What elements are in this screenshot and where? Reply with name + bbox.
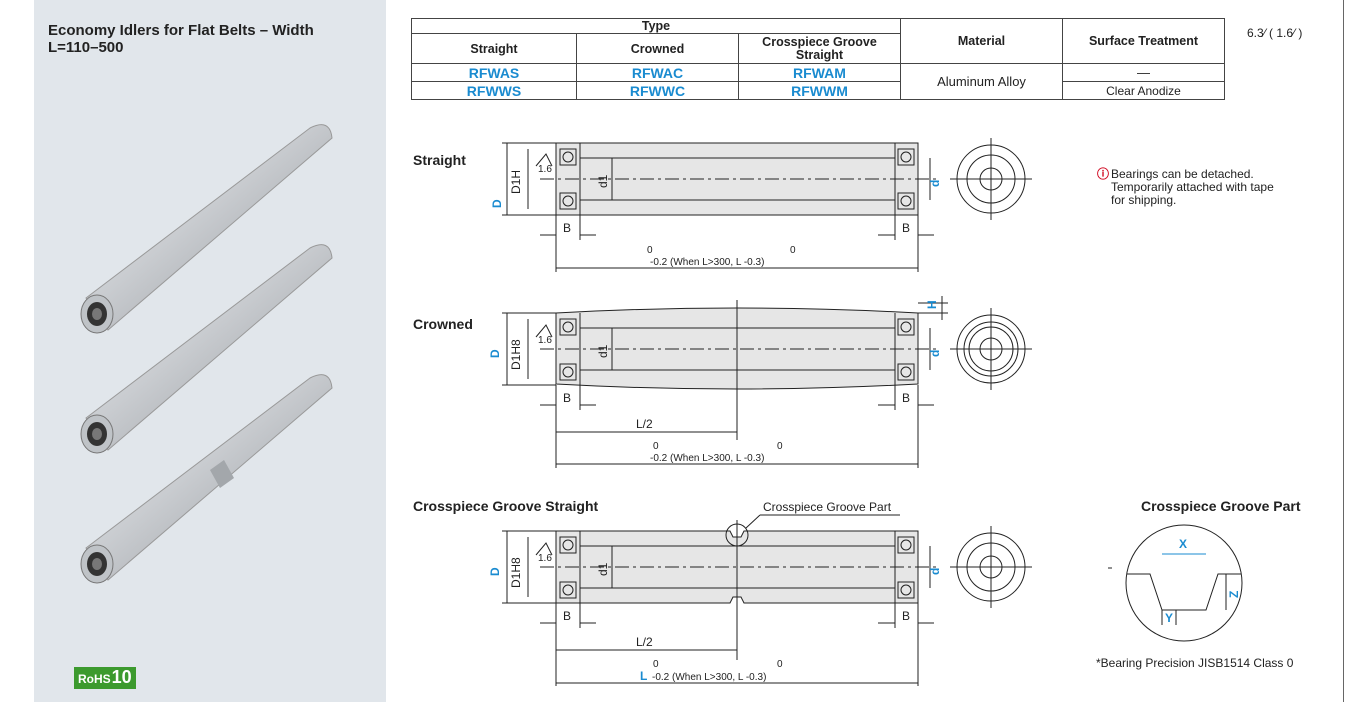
dim-B: B — [563, 609, 571, 623]
groove-detail-drawing — [1108, 524, 1243, 642]
dim-d1: d1 — [596, 174, 610, 188]
surface-cell: Clear Anodize — [1062, 81, 1225, 100]
idler-rollers-illustration — [80, 124, 333, 584]
dim-B: B — [902, 609, 910, 623]
roller-crowned — [80, 244, 333, 454]
tol-zero: 0 — [790, 245, 796, 256]
tol-text: -0.2 (When L>300, L -0.3) — [652, 672, 766, 683]
tol-zero: 0 — [777, 659, 783, 670]
tol-text: -0.2 (When L>300, L -0.3) — [650, 257, 764, 268]
product-image-panel: Economy Idlers for Flat Belts – Width L=… — [34, 0, 386, 702]
dim-d1: d1 — [596, 562, 610, 576]
straight-label: Straight — [413, 152, 466, 168]
dim-d: d — [928, 568, 942, 575]
roller-groove — [80, 374, 333, 584]
groove-part-title: Crosspiece Groove Part — [1141, 498, 1301, 514]
warning-icon: ⓘ — [1097, 167, 1110, 181]
straight-drawing — [502, 138, 1032, 272]
tol-zero: 0 — [777, 441, 783, 452]
dim-L2: L/2 — [636, 417, 653, 431]
roughness-value: 1.6 — [538, 335, 552, 346]
tol-text: -0.2 (When L>300, L -0.3) — [650, 453, 764, 464]
product-title: Economy Idlers for Flat Belts – Width L=… — [48, 22, 314, 56]
straight-header: Straight — [411, 33, 577, 64]
roughness-value: 1.6 — [538, 164, 552, 175]
dim-d: d — [928, 350, 942, 357]
type-table: Type Material Surface Treatment Straight… — [411, 18, 1225, 100]
surface-header: Surface Treatment — [1062, 18, 1225, 64]
dim-D1H: D1H — [509, 170, 523, 194]
dim-D1H8: D1H8 — [509, 557, 523, 588]
part-number[interactable]: RFWWM — [738, 81, 901, 100]
groove-label: Crosspiece Groove Straight — [413, 498, 599, 514]
dim-Y: Y — [1165, 611, 1173, 625]
part-number[interactable]: RFWWC — [576, 81, 739, 100]
surface-roughness-symbol: 6.3⁄ ( 1.6⁄ ) — [1247, 26, 1303, 40]
dim-D: D — [490, 199, 504, 208]
dim-H: H — [925, 300, 939, 309]
dim-D: D — [488, 349, 502, 358]
dim-B: B — [902, 221, 910, 235]
groove-part-callout: Crosspiece Groove Part — [763, 500, 892, 514]
material-cell: Aluminum Alloy — [900, 63, 1063, 100]
dim-d: d — [928, 180, 942, 187]
dim-B: B — [902, 391, 910, 405]
dim-Z: Z — [1227, 591, 1241, 598]
dim-D1H8: D1H8 — [509, 339, 523, 370]
dim-X: X — [1179, 537, 1187, 551]
tol-zero: 0 — [653, 659, 659, 670]
roughness-value: 1.6 — [538, 553, 552, 564]
crowned-drawing — [502, 296, 1032, 468]
crowned-label: Crowned — [413, 316, 473, 332]
roller-straight — [80, 124, 333, 334]
part-number[interactable]: RFWWS — [411, 81, 577, 100]
dim-L2: L/2 — [636, 635, 653, 649]
rohs-badge: RoHS10 — [74, 667, 136, 689]
tol-zero: 0 — [653, 441, 659, 452]
material-header: Material — [900, 18, 1063, 64]
groove-drawing — [502, 514, 1032, 686]
dim-B: B — [563, 221, 571, 235]
right-border — [1343, 0, 1344, 702]
dim-d1: d1 — [596, 344, 610, 358]
dim-L: L — [640, 669, 647, 683]
bearing-detach-note: ⓘ Bearings can be detached. Temporarily … — [1097, 167, 1274, 207]
dim-B: B — [563, 391, 571, 405]
tol-zero: 0 — [647, 245, 653, 256]
dim-D: D — [488, 567, 502, 576]
crowned-header: Crowned — [576, 33, 739, 64]
groove-header: Crosspiece Groove Straight — [738, 33, 901, 64]
bearing-precision-note: *Bearing Precision JISB1514 Class 0 — [1096, 656, 1294, 670]
